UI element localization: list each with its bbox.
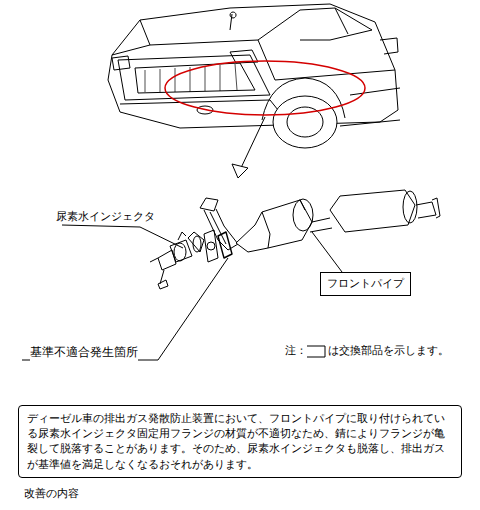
node-text: フロントパイプ [327,276,404,292]
node-text: ディーゼル車の排出ガス発散防止装置において、フロントパイプに取り付けられている尿… [27,411,453,472]
note-text: は交換部品を示します。 [328,344,449,358]
nonconformity-label: 基準不適合発生箇所 [30,345,138,361]
part-name-box: フロントパイプ [320,272,411,296]
part-label: 尿素水インジェクタ [56,210,155,224]
note-prefix: 注： [285,344,307,358]
section-heading: 改善の内容 [24,487,79,501]
description-box: ディーゼル車の排出ガス発散防止装置において、フロントパイプに取り付けられている尿… [18,405,462,478]
